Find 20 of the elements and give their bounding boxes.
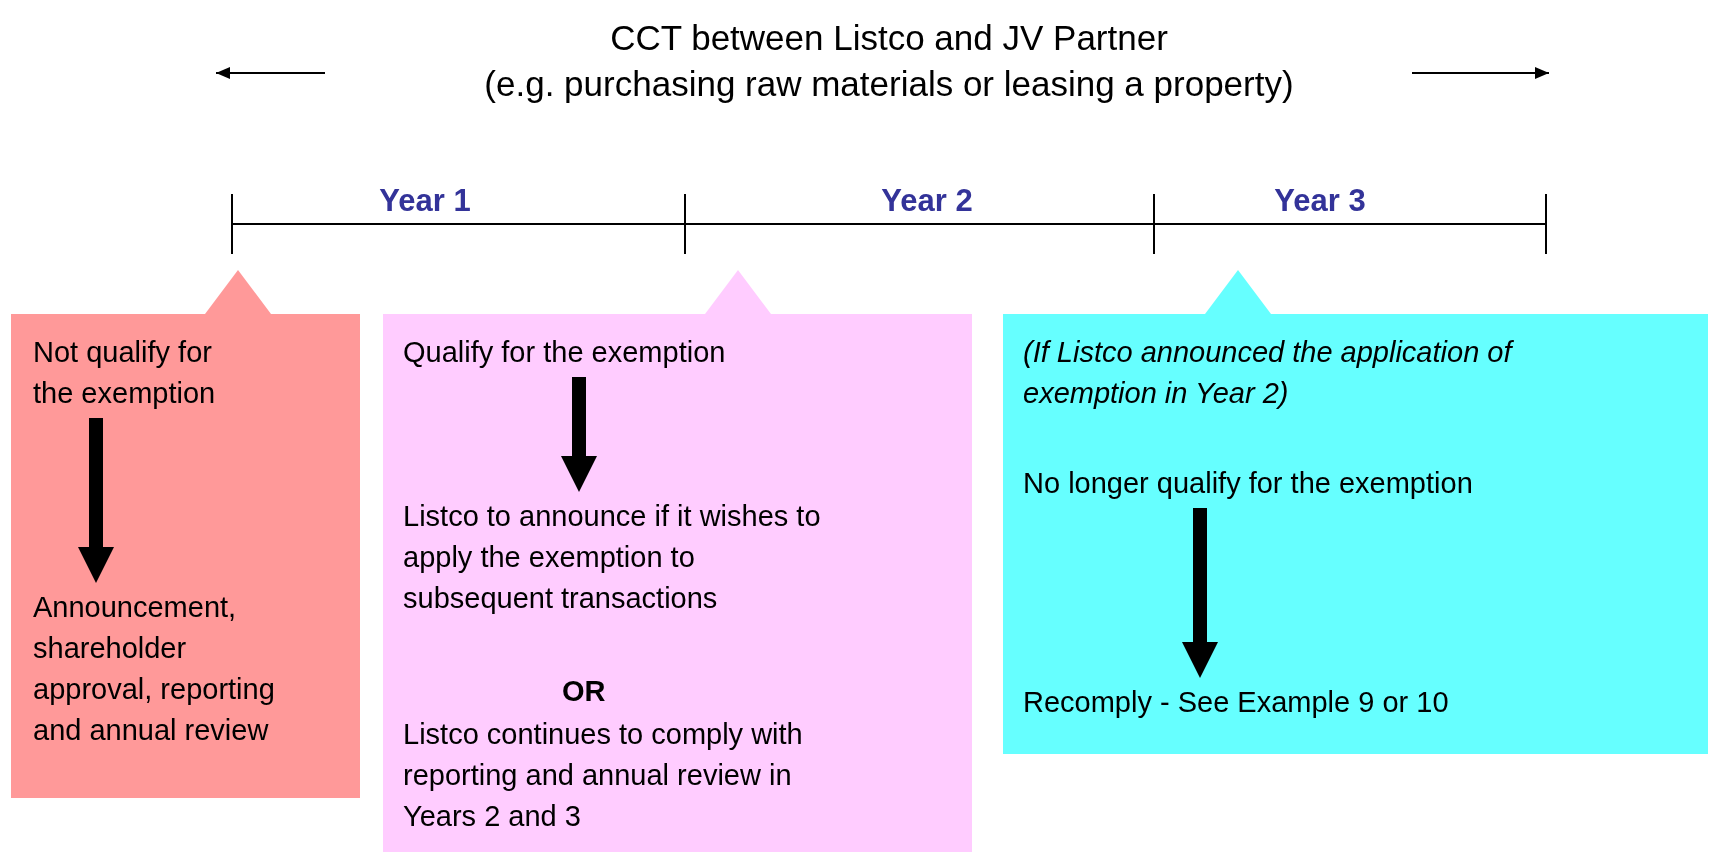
year-label: Year 1 — [378, 182, 472, 220]
step-text: Listco continues to comply with reporting and annual review in Years 2 and 3 — [403, 714, 843, 837]
down-arrow — [1182, 508, 1218, 678]
step-text: OR — [562, 671, 606, 712]
year-label: Year 2 — [880, 182, 974, 220]
year-label: Year 3 — [1273, 182, 1367, 220]
down-arrow — [78, 418, 114, 583]
step-text: Listco to announce if it wishes to apply the exemption to subsequent transactions — [403, 496, 843, 619]
step-text: (If Listco announced the application of exemption in Year 2) — [1023, 332, 1593, 414]
title: CCT between Listco and JV Partner — [609, 17, 1169, 59]
subtitle: (e.g. purchasing raw materials or leasing a property) — [483, 63, 1295, 105]
down-arrow — [561, 377, 597, 492]
step-text: No longer qualify for the exemption — [1023, 463, 1473, 504]
step-text: Recomply - See Example 9 or 10 — [1023, 682, 1449, 723]
callout-box — [11, 270, 360, 798]
step-text: Qualify for the exemption — [403, 332, 726, 373]
step-text: Announcement, shareholder approval, reporting and annual review — [33, 587, 305, 751]
callout-box — [383, 270, 972, 852]
step-text: Not qualify for the exemption — [33, 332, 248, 414]
callout-box — [1003, 270, 1708, 754]
